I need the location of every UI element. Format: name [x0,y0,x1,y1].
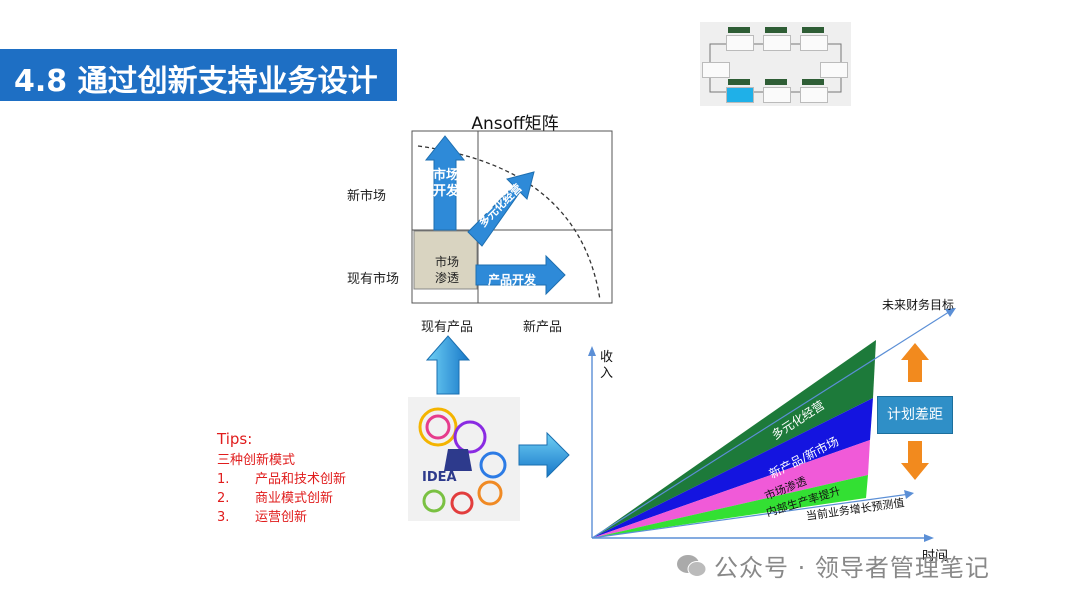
tip-text: 运营创新 [255,510,308,525]
thumbnail-box [726,35,754,51]
thumbnail-box-highlight [726,87,754,103]
growth-chart [588,308,956,542]
thumbnail-step [802,27,824,33]
market-dev-label: 市场开发 [433,168,460,199]
up-arrow [425,335,471,395]
process-thumbnail [700,22,851,106]
tip-number: 2. [217,491,230,506]
watermark: 公众号 · 领导者管理笔记 [714,554,990,582]
layer-productivity [592,475,868,538]
product-dev-arrow [475,254,566,296]
future-target-arrowhead [945,308,956,317]
layer-diversification [592,340,876,538]
tip-number: 1. [217,472,230,487]
thumbnail-box [702,62,730,78]
future-target-label: 未来财务目标 [882,298,955,312]
wechat-icon [677,555,707,577]
tip-item: 3. 运营创新 [217,506,307,525]
diversification-arrow [467,171,535,247]
frontier-curve [417,145,601,301]
page-title: 4.8 通过创新支持业务设计 [14,64,378,99]
tip-text: 商业模式创新 [255,491,334,506]
thumbnail-step [728,79,750,85]
y-axis-arrowhead [588,346,596,356]
penetration-label: 市场渗透 [434,255,459,285]
right-arrow [518,431,570,479]
thumbnail-step [802,79,824,85]
thumbnail-box [763,87,791,103]
thumbnail-box [800,87,828,103]
current-forecast-arrowhead [904,490,914,499]
col-label-existing-product: 现有产品 [421,320,474,335]
thumbnail-step [765,27,787,33]
y-axis-label: 收入 [600,350,614,381]
thumbnail-step [728,27,750,33]
thumbnail-box [763,35,791,51]
layer-penetration [592,440,870,538]
thumbnail-box [800,35,828,51]
idea-bulbs [418,407,507,515]
future-target-line [591,309,953,539]
thumbnail-step [765,79,787,85]
row-label-new-market: 新市场 [347,189,387,204]
gap-up-arrow [901,343,929,382]
x-axis-label: 时间 [922,549,949,564]
row-label-existing-market: 现有市场 [347,272,400,287]
title-bar [0,49,397,101]
ansoff-title: Ansoff矩阵 [471,114,559,134]
ansoff-matrix [411,130,613,304]
col-label-new-product: 新产品 [523,320,563,335]
penetration-cell [413,230,478,290]
tip-number: 3. [217,510,230,525]
idea-label: IDEA [422,470,457,485]
product-dev-label: 产品开发 [488,273,537,287]
thumbnail-box [820,62,848,78]
tips-subtitle: 三种创新模式 [217,453,296,468]
tips-title: Tips: [217,430,253,448]
x-axis-arrowhead [924,534,934,542]
gap-down-arrow [901,441,929,480]
tip-item: 1. 产品和技术创新 [217,468,346,487]
tip-item: 2. 商业模式创新 [217,487,333,506]
layer-new-product-market [592,398,873,538]
tip-text: 产品和技术创新 [255,472,347,487]
plan-gap-box: 计划差距 [877,396,953,434]
current-forecast-line [591,493,911,539]
market-dev-arrow [424,135,466,231]
